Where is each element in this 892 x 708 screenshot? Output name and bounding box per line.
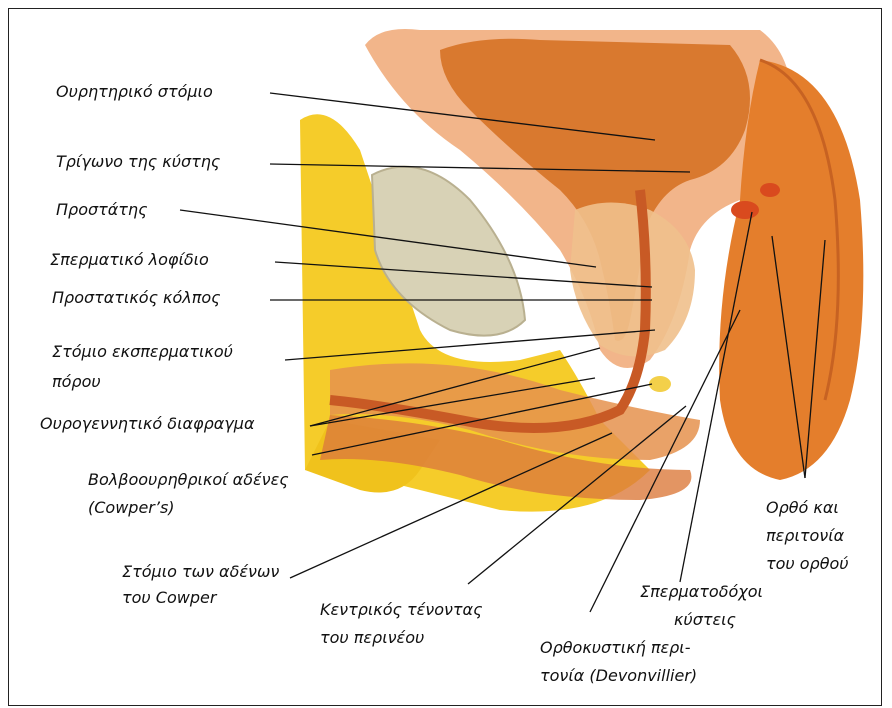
- label-seminal-vesicles-line1: Σπερματοδόχοι: [640, 580, 763, 604]
- label-bulbourethral-line1: Βολβοουρηθρικοί αδένες: [88, 468, 289, 492]
- label-prostate: Προστάτης: [56, 198, 147, 222]
- label-rectum-line2: περιτονία: [766, 524, 844, 548]
- label-rectovesical-line1: Ορθοκυστική περι-: [540, 636, 690, 660]
- label-seminal-vesicles-line2: κύστεις: [674, 608, 736, 632]
- label-rectum-line1: Ορθό και: [766, 496, 839, 520]
- label-rectovesical-line2: τονία (Devonvillier): [540, 664, 697, 688]
- label-urethral-orifice: Ουρητηρικό στόμιο: [56, 80, 213, 104]
- label-cowper-orifice-line2: του Cowper: [122, 586, 216, 610]
- label-perineal-tendon-line1: Κεντρικός τένοντας: [320, 598, 483, 622]
- label-bulbourethral-line2: (Cowper’s): [88, 496, 175, 520]
- label-ejaculatory-orifice-line2: πόρου: [52, 370, 101, 394]
- label-perineal-tendon-line2: του περινέου: [320, 626, 424, 650]
- seminal-vesicle: [731, 201, 759, 219]
- label-urogenital-diaphragm: Ουρογεννητικό διαφραγμα: [40, 412, 254, 436]
- bulbourethral-gland: [649, 376, 671, 392]
- label-ejaculatory-orifice-line1: Στόμιο εκσπερματικού: [52, 340, 233, 364]
- label-prostatic-sinus: Προστατικός κόλπος: [52, 286, 221, 310]
- label-cowper-orifice-line1: Στόμιο των αδένων: [122, 560, 279, 584]
- label-seminal-colliculus: Σπερματικό λοφίδιο: [50, 248, 209, 272]
- label-bladder-trigone: Τρίγωνο της κύστης: [56, 150, 220, 174]
- label-rectum-line3: του ορθού: [766, 552, 849, 576]
- seminal-vesicle-2: [760, 183, 780, 197]
